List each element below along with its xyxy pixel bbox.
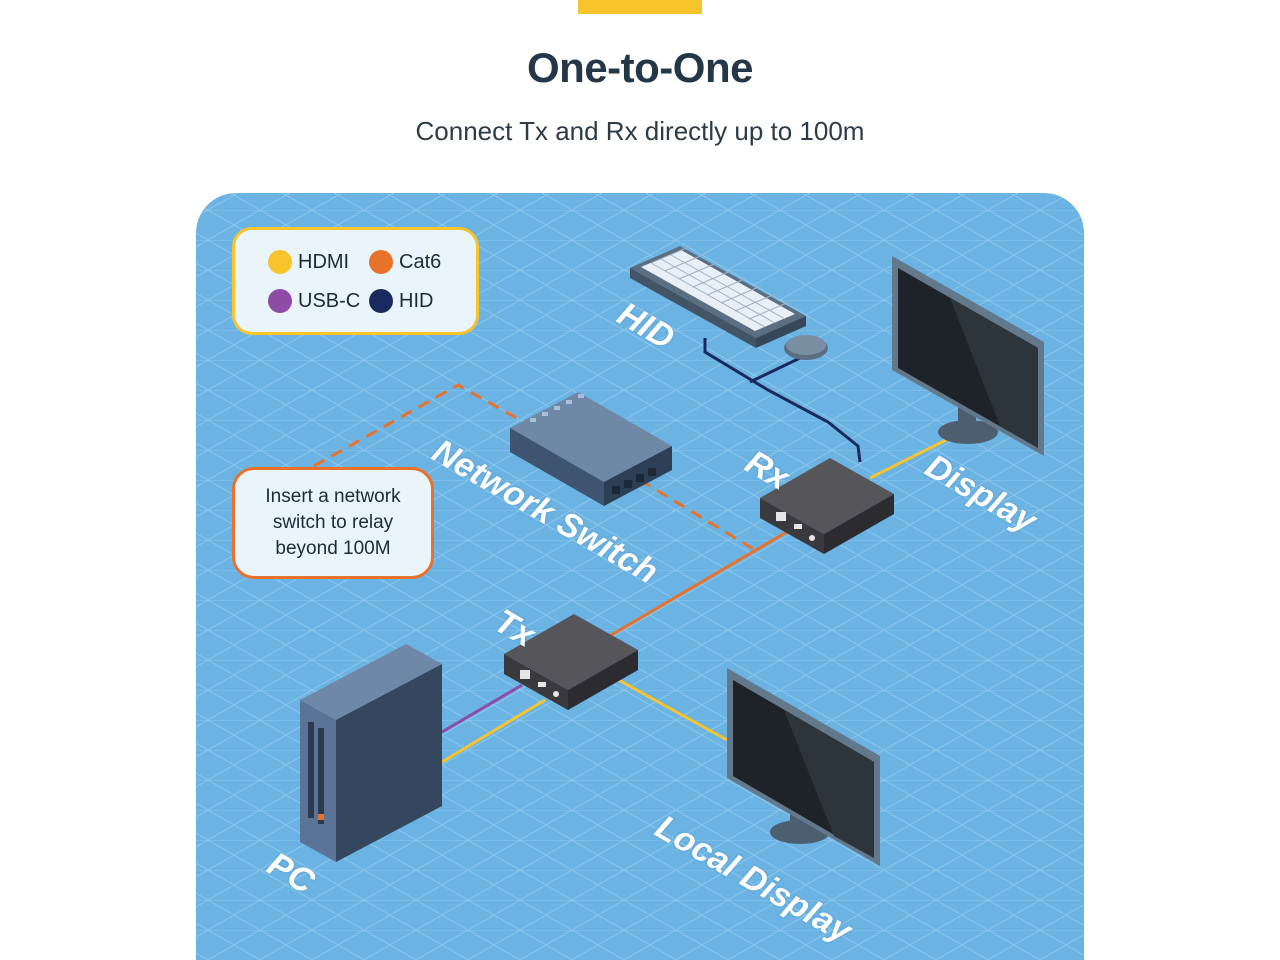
dashed-cat6-cable (313, 383, 756, 552)
cat6-color-dot (369, 250, 393, 274)
receiver-box-icon (760, 458, 894, 554)
hdmi-cable-local-display (614, 676, 728, 742)
hdmi-cable-pc (441, 698, 546, 764)
legend-item-hdmi: HDMI (268, 250, 349, 274)
monitor-icon (892, 256, 1044, 456)
pc-tower-icon (300, 644, 442, 862)
hid-color-dot (369, 289, 393, 313)
usbc-cable (441, 683, 523, 734)
network-switch-icon (510, 392, 672, 506)
cat6-cable (607, 528, 791, 639)
legend-item-cat6: Cat6 (369, 250, 441, 274)
transmitter-box-icon (504, 614, 638, 710)
hdmi-color-dot (268, 250, 292, 274)
legend-item-usbc: USB-C (268, 289, 360, 313)
legend-label: Cat6 (399, 250, 442, 273)
hdmi-cable-display (869, 436, 951, 480)
legend-label: USB-C (298, 289, 361, 312)
page-subtitle: Connect Tx and Rx directly up to 100m (415, 116, 865, 146)
legend-label: HDMI (298, 250, 350, 273)
usbc-color-dot (268, 289, 292, 313)
callout-text: Insert a network switch to relay beyond … (265, 486, 401, 559)
legend-label: HID (399, 289, 434, 312)
page-title: One-to-One (527, 44, 753, 91)
hid-cable-mouse (749, 356, 801, 384)
network-switch-callout: Insert a network switch to relay beyond … (232, 467, 434, 579)
hid-cable (703, 338, 862, 463)
legend-item-hid: HID (369, 289, 433, 313)
keyboard-mouse-icon (630, 245, 828, 360)
legend: HDMI Cat6 USB-C HID (232, 227, 479, 335)
top-accent-bar (578, 0, 702, 14)
monitor-icon (727, 668, 880, 866)
